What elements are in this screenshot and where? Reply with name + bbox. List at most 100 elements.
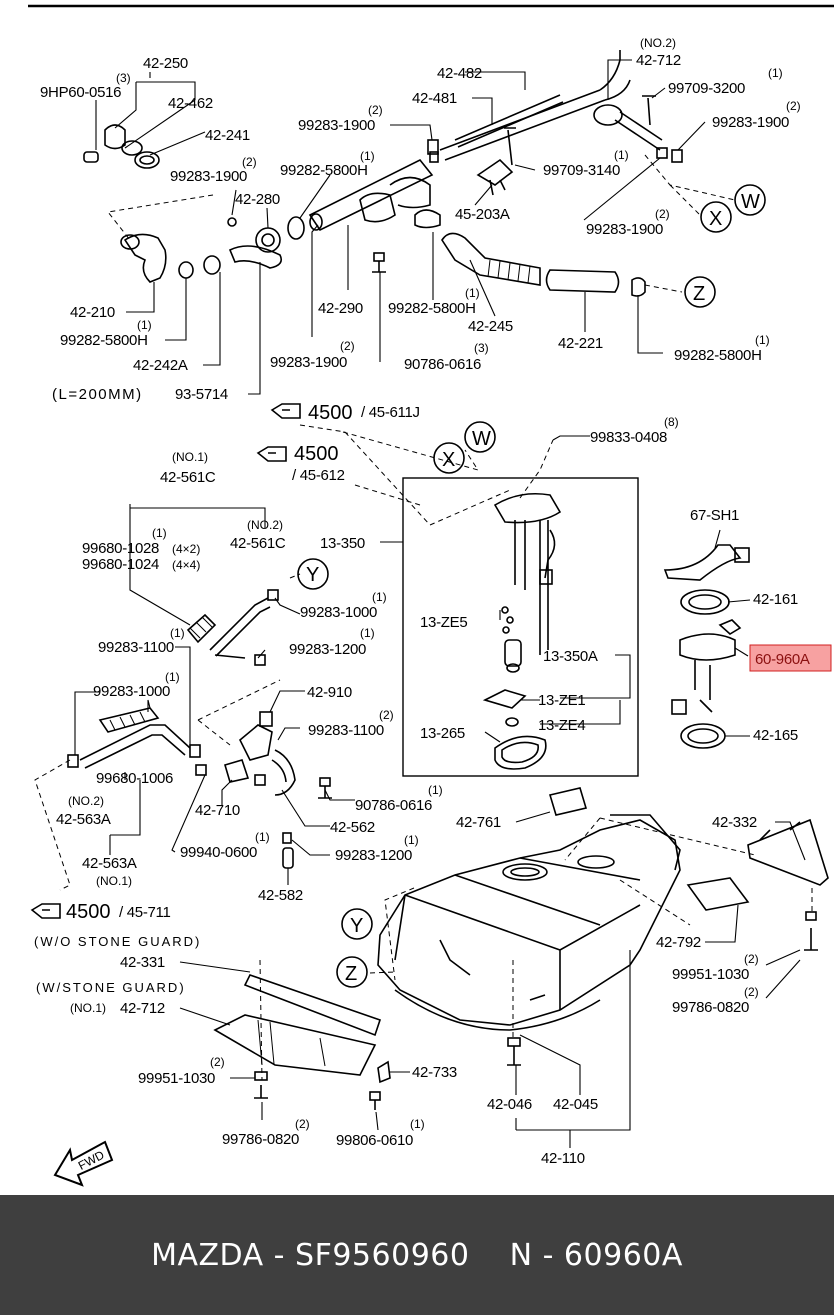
ref-45-612: / 45-612 <box>292 467 345 484</box>
qty-label: (1) <box>152 526 167 540</box>
label-13-350: 13-350 <box>320 535 365 552</box>
qty-label: (2) <box>655 207 670 221</box>
label-99833-0408: 99833-0408 <box>590 429 667 446</box>
tank-brackets <box>213 787 829 1110</box>
label-60-960a: 60-960A <box>755 651 810 668</box>
footer-bar: MAZDA - SF9560960 N - 60960A <box>0 1195 834 1315</box>
label-42-241: 42-241 <box>205 127 250 144</box>
qty-label: (2) <box>295 1117 310 1131</box>
label-99283-1100: 99283-1100 <box>308 722 384 739</box>
label-13-ze1: 13-ZE1 <box>538 692 585 709</box>
label-90786-0616: 90786-0616 <box>355 797 432 814</box>
pointer-arrows <box>30 403 346 919</box>
label-42-462: 42-462 <box>168 95 213 112</box>
label-42-712: 42-712 <box>636 52 681 69</box>
fill-pipe-assembly <box>83 50 683 297</box>
label-42-210: 42-210 <box>70 304 115 321</box>
label-99680-1028: 99680-1028 <box>82 540 159 557</box>
part-number-caption: MAZDA - SF9560960 N - 60960A <box>151 1237 683 1273</box>
marker-z: Z <box>693 283 705 305</box>
label-no2: (NO.2) <box>68 794 104 808</box>
label-99282-5800h: 99282-5800H <box>60 332 148 349</box>
label-42-563a: 42-563A <box>82 855 137 872</box>
label-99283-1100: 99283-1100 <box>98 639 174 656</box>
label-42-280: 42-280 <box>235 191 280 208</box>
label-99283-1000: 99283-1000 <box>93 683 170 700</box>
label-42-245: 42-245 <box>468 318 513 335</box>
qty-label: (1) <box>755 333 770 347</box>
fuel-tank <box>377 814 681 1031</box>
qty-label: (2) <box>744 952 759 966</box>
label-42-332: 42-332 <box>712 814 757 831</box>
label-42-481: 42-481 <box>412 90 457 107</box>
label-13-265: 13-265 <box>420 725 465 742</box>
label-42-165: 42-165 <box>753 727 798 744</box>
label-42-045: 42-045 <box>553 1096 598 1113</box>
label-99283-1900: 99283-1900 <box>712 114 789 131</box>
label-42-563a: 42-563A <box>56 811 111 828</box>
marker-w: W <box>741 191 760 213</box>
marker-y: Y <box>350 915 363 937</box>
qty-label: (8) <box>664 415 679 429</box>
qty-label: (1) <box>360 626 375 640</box>
sender-unit-parts <box>663 544 750 749</box>
leader-lines-bottom <box>179 811 806 1148</box>
qty-label: (1) <box>410 1117 425 1131</box>
fwd-arrow-icon <box>53 1140 114 1187</box>
label-99951-1030: 99951-1030 <box>672 966 749 983</box>
label-42-561c: 42-561C <box>230 535 286 552</box>
label-42-561c: 42-561C <box>160 469 216 486</box>
label-99282-5800h: 99282-5800H <box>674 347 762 364</box>
label-42-242a: 42-242A <box>133 357 188 374</box>
marker-w: W <box>472 428 491 450</box>
label-99283-1900: 99283-1900 <box>170 168 247 185</box>
ref-45-711: / 45-711 <box>119 904 171 921</box>
label-w-stone-guard: (W/STONE GUARD) <box>36 980 186 995</box>
label-42-110: 42-110 <box>541 1150 585 1167</box>
label-99680-1006: 99680-1006 <box>96 770 173 787</box>
qty-label: (1) <box>404 833 419 847</box>
label-42-161: 42-161 <box>753 591 798 608</box>
qty-label: (1) <box>428 783 443 797</box>
leader-lines-middle <box>74 435 751 885</box>
label-99283-1900: 99283-1900 <box>270 354 347 371</box>
label-no1: (NO.1) <box>96 874 132 888</box>
label-4x2: (4×2) <box>172 542 200 556</box>
qty-label: (2) <box>242 155 257 169</box>
ref-45-611j: / 45-611J <box>361 404 420 421</box>
qty-label: (1) <box>165 670 180 684</box>
label-99283-1900: 99283-1900 <box>586 221 663 238</box>
label-67-sh1: 67-SH1 <box>690 507 739 524</box>
fuel-system-parts-diagram: 42-250 9HP60-0516 (3) 42-462 42-241 9928… <box>28 4 834 1187</box>
qty-label: (1) <box>465 286 480 300</box>
label-99940-0600: 99940-0600 <box>180 844 257 861</box>
label-no2: (NO.2) <box>247 518 283 532</box>
label-no1: (NO.1) <box>172 450 208 464</box>
label-45-203a: 45-203A <box>455 206 510 223</box>
label-42-562: 42-562 <box>330 819 375 836</box>
label-99283-1200: 99283-1200 <box>335 847 412 864</box>
label-42-910: 42-910 <box>307 684 352 701</box>
label-no1: (NO.1) <box>70 1001 106 1015</box>
label-4x4: (4×4) <box>172 558 200 572</box>
label-93-5714: 93-5714 <box>175 386 228 403</box>
label-99283-1000: 99283-1000 <box>300 604 377 621</box>
label-42-290: 42-290 <box>318 300 363 317</box>
ref-4500: 4500 <box>66 901 111 923</box>
qty-label: (2) <box>368 103 383 117</box>
label-99806-0610: 99806-0610 <box>336 1132 413 1149</box>
label-42-331: 42-331 <box>120 954 165 971</box>
check-valve-parts <box>195 711 332 869</box>
label-99709-3140: 99709-3140 <box>543 162 620 179</box>
label-42-710: 42-710 <box>195 802 240 819</box>
label-42-250: 42-250 <box>143 55 188 72</box>
qty-label: (2) <box>379 708 394 722</box>
qty-label: (1) <box>768 66 783 80</box>
leader-lines-top <box>95 59 706 395</box>
label-42-761: 42-761 <box>456 814 501 831</box>
reference-markers <box>297 184 766 988</box>
label-13-ze5: 13-ZE5 <box>420 614 467 631</box>
label-99786-0820: 99786-0820 <box>222 1131 299 1148</box>
qty-label: (3) <box>474 341 489 355</box>
